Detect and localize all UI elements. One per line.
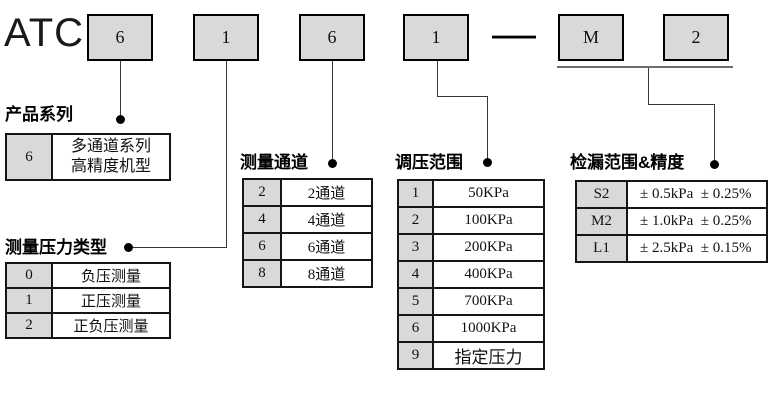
desc-cell: 1000KPa bbox=[432, 314, 545, 343]
connector-line bbox=[437, 96, 488, 97]
table-row: 2 100KPa bbox=[397, 206, 545, 235]
desc-cell: 正负压测量 bbox=[51, 312, 171, 339]
connector-dot bbox=[328, 159, 337, 168]
desc-line-2: 高精度机型 bbox=[70, 158, 151, 175]
table-pressure-range: 1 50KPa 2 100KPa 3 200KPa 4 400KPa 5 700… bbox=[397, 179, 545, 370]
code-cell: 0 bbox=[5, 262, 53, 289]
desc-cell: ± 0.5kPa ± 0.25% bbox=[626, 180, 768, 209]
table-row: 6 多通道系列 高精度机型 bbox=[5, 133, 171, 181]
table-row: 8 8通道 bbox=[242, 259, 373, 288]
code-cell: 8 bbox=[242, 259, 282, 288]
desc-cell: 400KPa bbox=[432, 260, 545, 289]
table-row: 4 400KPa bbox=[397, 260, 545, 289]
connector-line bbox=[120, 61, 121, 115]
table-row: S2 ± 0.5kPa ± 0.25% bbox=[575, 180, 768, 209]
section-title-channels: 测量通道 bbox=[240, 153, 308, 172]
desc-cell: 50KPa bbox=[432, 179, 545, 208]
dash-separator: — bbox=[492, 9, 536, 58]
code-cell: 4 bbox=[242, 205, 282, 234]
table-row: M2 ± 1.0kPa ± 0.25% bbox=[575, 207, 768, 236]
code-cell: L1 bbox=[575, 234, 628, 263]
code-box-pressure-type: 1 bbox=[193, 14, 259, 61]
desc-cell: ± 1.0kPa ± 0.25% bbox=[626, 207, 768, 236]
table-channels: 2 2通道 4 4通道 6 6通道 8 8通道 bbox=[242, 178, 373, 288]
desc-cell: 8通道 bbox=[280, 259, 373, 288]
table-pressure-type: 0 负压测量 1 正压测量 2 正负压测量 bbox=[5, 262, 171, 339]
desc-cell: 200KPa bbox=[432, 233, 545, 262]
table-leak-range: S2 ± 0.5kPa ± 0.25% M2 ± 1.0kPa ± 0.25% … bbox=[575, 180, 768, 263]
code-cell: 3 bbox=[397, 233, 434, 262]
code-cell: 2 bbox=[397, 206, 434, 235]
code-cell: 6 bbox=[5, 133, 53, 181]
desc-cell: 正压测量 bbox=[51, 287, 171, 314]
desc-cell: ± 2.5kPa ± 0.15% bbox=[626, 234, 768, 263]
code-cell: 6 bbox=[397, 314, 434, 343]
table-row: 6 6通道 bbox=[242, 232, 373, 261]
table-row: 3 200KPa bbox=[397, 233, 545, 262]
connector-line bbox=[128, 247, 227, 248]
connector-line bbox=[714, 104, 715, 161]
model-prefix: ATC bbox=[4, 11, 85, 55]
desc-cell: 指定压力 bbox=[432, 341, 545, 370]
connector-line bbox=[226, 61, 227, 248]
code-box-leak-m: M bbox=[558, 14, 624, 61]
leak-group-underline bbox=[557, 66, 733, 68]
table-row: 4 4通道 bbox=[242, 205, 373, 234]
connector-line bbox=[332, 61, 333, 160]
table-row: 5 700KPa bbox=[397, 287, 545, 316]
section-title-pressure-type: 测量压力类型 bbox=[5, 238, 107, 257]
table-row: 0 负压测量 bbox=[5, 262, 171, 289]
table-row: 2 2通道 bbox=[242, 178, 373, 207]
connector-dot bbox=[116, 115, 125, 124]
connector-line bbox=[648, 104, 715, 105]
connector-line bbox=[648, 68, 649, 105]
connector-dot bbox=[124, 243, 133, 252]
table-row: 9 指定压力 bbox=[397, 341, 545, 370]
section-title-pressure-range: 调压范围 bbox=[395, 153, 463, 172]
code-cell: 4 bbox=[397, 260, 434, 289]
code-cell: 9 bbox=[397, 341, 434, 370]
section-title-leak-range: 检漏范围&精度 bbox=[570, 153, 685, 172]
code-box-leak-2: 2 bbox=[663, 14, 729, 61]
code-cell: S2 bbox=[575, 180, 628, 209]
code-box-series: 6 bbox=[87, 14, 153, 61]
desc-cell: 负压测量 bbox=[51, 262, 171, 289]
desc-cell: 700KPa bbox=[432, 287, 545, 316]
desc-cell: 2通道 bbox=[280, 178, 373, 207]
code-cell: 1 bbox=[397, 179, 434, 208]
connector-line bbox=[437, 61, 438, 97]
code-cell: M2 bbox=[575, 207, 628, 236]
code-cell: 2 bbox=[5, 312, 53, 339]
desc-cell: 6通道 bbox=[280, 232, 373, 261]
connector-dot bbox=[483, 158, 492, 167]
code-box-channels: 6 bbox=[299, 14, 365, 61]
table-row: 2 正负压测量 bbox=[5, 312, 171, 339]
desc-cell: 4通道 bbox=[280, 205, 373, 234]
section-title-product-series: 产品系列 bbox=[5, 105, 73, 124]
table-product-series: 6 多通道系列 高精度机型 bbox=[5, 133, 171, 181]
table-row: L1 ± 2.5kPa ± 0.15% bbox=[575, 234, 768, 263]
desc-line-1: 多通道系列 bbox=[70, 138, 151, 155]
table-row: 1 正压测量 bbox=[5, 287, 171, 314]
connector-dot bbox=[710, 160, 719, 169]
connector-line bbox=[487, 96, 488, 159]
code-cell: 5 bbox=[397, 287, 434, 316]
code-cell: 2 bbox=[242, 178, 282, 207]
table-row: 1 50KPa bbox=[397, 179, 545, 208]
code-cell: 6 bbox=[242, 232, 282, 261]
desc-cell: 100KPa bbox=[432, 206, 545, 235]
desc-cell: 多通道系列 高精度机型 bbox=[51, 133, 171, 181]
code-box-range: 1 bbox=[403, 14, 469, 61]
code-cell: 1 bbox=[5, 287, 53, 314]
table-row: 6 1000KPa bbox=[397, 314, 545, 343]
